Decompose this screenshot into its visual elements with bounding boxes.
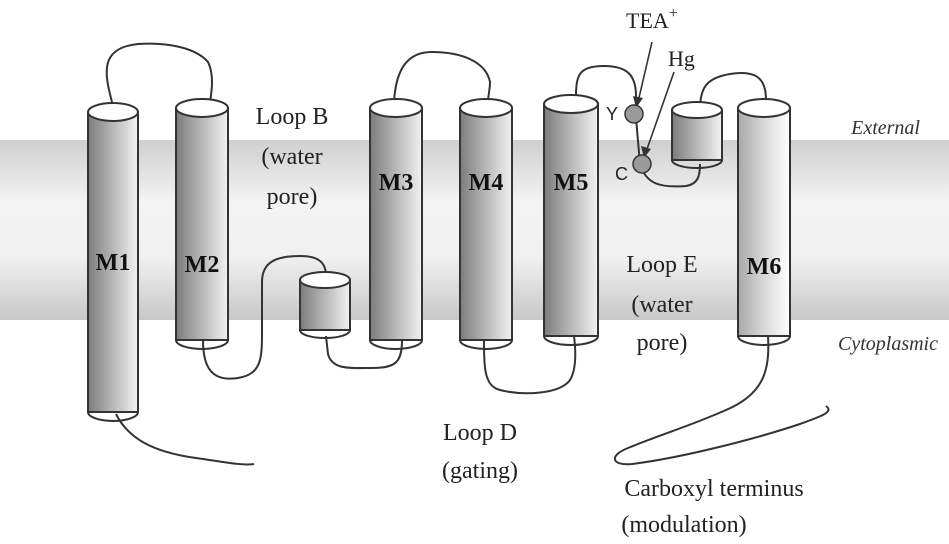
- carboxyl-label-line1: Carboxyl terminus: [624, 476, 803, 502]
- loop-b-lower: [202, 254, 327, 380]
- m2-label: M2: [185, 252, 220, 278]
- loop-e-label-line3: pore): [637, 330, 688, 356]
- loop-d-label-line2: (gating): [442, 458, 518, 484]
- y-residue-label: Y: [606, 104, 618, 124]
- helix-m4: [459, 98, 513, 350]
- half-helix-e: [671, 101, 723, 169]
- helix-m1: [87, 102, 139, 422]
- half-helix-b: [299, 271, 351, 339]
- loop-a: [105, 42, 213, 103]
- m4-label: M4: [469, 170, 504, 196]
- helix-m6: [737, 98, 791, 346]
- loop-c: [393, 50, 492, 103]
- hg-arrow: [645, 71, 675, 153]
- tyrosine-residue: [624, 104, 644, 124]
- cysteine-residue: [632, 154, 652, 174]
- loop-e-label-line2: (water: [631, 292, 692, 318]
- loop-d-label-line1: Loop D: [443, 420, 517, 446]
- helix-m2: [175, 98, 229, 350]
- tea-label: TEA+: [626, 5, 678, 33]
- loop-b-return: [325, 335, 403, 370]
- loop-e-upper: [575, 64, 637, 118]
- external-label: External: [850, 117, 920, 139]
- loop-b-label-line2: (water: [261, 144, 322, 170]
- n-terminus: [115, 413, 255, 466]
- cytoplasmic-label: Cytoplasmic: [838, 333, 938, 355]
- loop-e-right: [699, 72, 767, 111]
- tea-arrow: [637, 41, 653, 103]
- loop-e-label-line1: Loop E: [626, 252, 697, 278]
- loops: [105, 42, 830, 466]
- loop-d: [483, 335, 577, 395]
- m6-label: M6: [747, 254, 782, 280]
- m3-label: M3: [379, 170, 414, 196]
- m1-label: M1: [96, 250, 131, 276]
- m5-label: M5: [554, 170, 589, 196]
- loop-b-label-line3: pore): [267, 184, 318, 210]
- loop-b-label-line1: Loop B: [256, 104, 329, 130]
- helix-m3: [369, 98, 423, 350]
- tea-text: TEA: [626, 8, 669, 33]
- carboxyl-tail: [614, 335, 830, 466]
- carboxyl-label-line2: (modulation): [621, 512, 746, 538]
- hg-label: Hg: [668, 46, 695, 71]
- helix-m5: [543, 94, 599, 346]
- tea-charge: +: [669, 5, 678, 22]
- c-residue-label: C: [615, 164, 628, 184]
